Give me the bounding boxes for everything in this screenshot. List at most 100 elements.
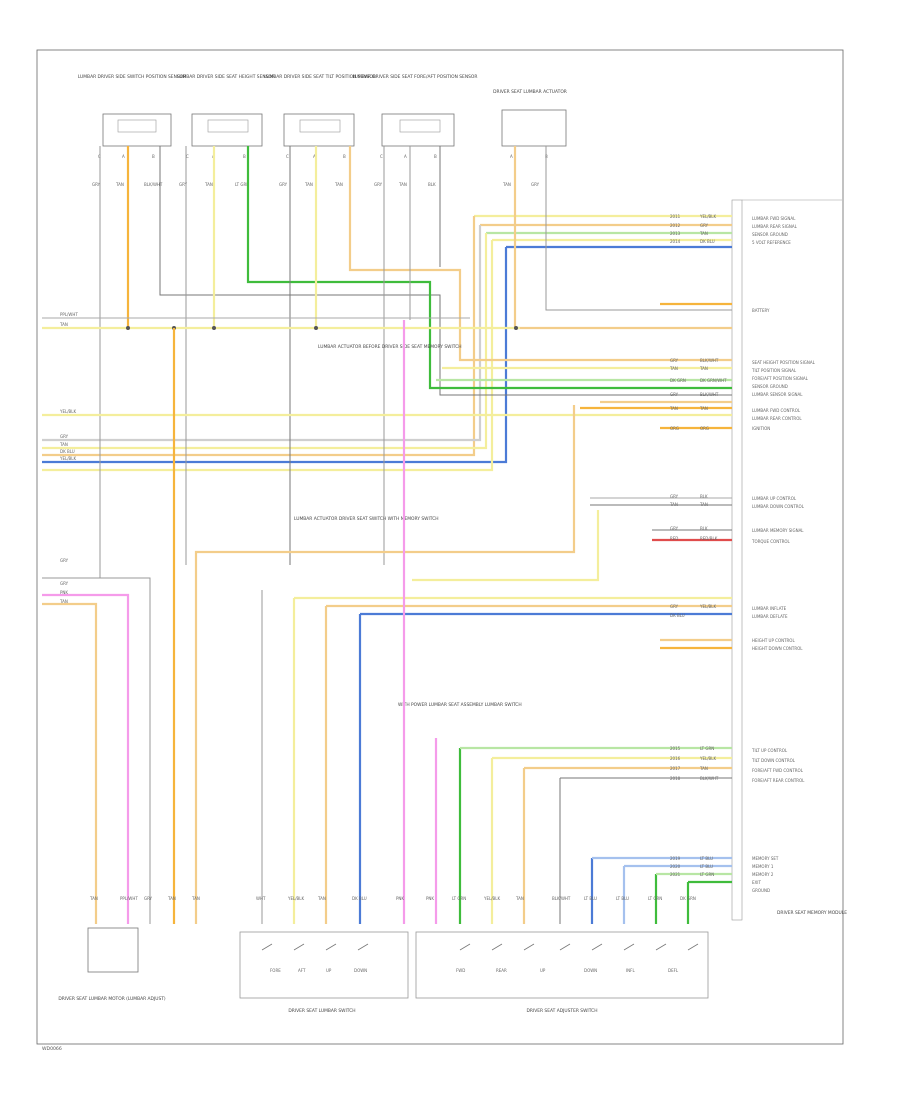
module-pin-label: LUMBAR FWD SIGNAL (752, 216, 796, 221)
wire-label: DK GRN (680, 896, 696, 901)
wire-label: RED/BLK (700, 536, 718, 541)
wire-label: TAN (699, 366, 708, 371)
wire-label: TAN (59, 322, 68, 327)
module-pin-column (731, 199, 743, 921)
pin-label: A (313, 154, 316, 159)
lumbar-motor-box (87, 927, 139, 973)
lower-wire-labels: GRY BLK TAN TAN GRY BLK RED RED/BLK GRY … (669, 494, 805, 651)
wire-label: WHT (256, 896, 266, 901)
pin-label: C (380, 154, 383, 159)
wire-label: GRY (60, 558, 69, 563)
wire-label: TAN (204, 182, 213, 187)
actuator-5-box (501, 109, 567, 147)
wire-label: BLK (700, 526, 708, 531)
wire-label: BLK (700, 494, 708, 499)
module-pin-label: TORQUE CONTROL (751, 539, 791, 544)
component-sensor-2: LUMBAR DRIVER SIDE SEAT HEIGHT SENSOR (177, 74, 275, 147)
module-pin-label: LUMBAR REAR SIGNAL (752, 224, 798, 229)
wire-label: LT GRN (648, 896, 662, 901)
pin-label: B (243, 154, 246, 159)
wire-label: TAN (334, 182, 343, 187)
circuit-label: 2020 (670, 864, 681, 869)
wire-label: LT BLU (700, 856, 713, 861)
module-pin-label: LUMBAR UP CONTROL (752, 496, 797, 501)
wire-label: LT BLU (700, 864, 713, 869)
sensor-3-label: LUMBAR DRIVER SIDE SEAT TILT POSITION SE… (264, 74, 376, 80)
wire-label: TAN (699, 766, 708, 771)
wire-label: ORG (700, 426, 709, 431)
circuit-label: 2018 (670, 776, 681, 781)
module-pin-label: IGNITION (752, 426, 770, 431)
switch-label: AFT (298, 968, 306, 973)
wire-label: DK BLU (670, 613, 685, 618)
wire-label: TAN (191, 896, 200, 901)
wire-label: LT GRN (700, 746, 714, 751)
circuit-label: 2012 (670, 223, 681, 228)
switch-label: UP (540, 968, 546, 973)
note-2: LUMBAR ACTUATOR DRIVER SEAT SWITCH WITH … (294, 516, 439, 522)
wire-label: DK BLU (60, 449, 75, 454)
wire-label: PNK (426, 896, 434, 901)
pin-label: C (286, 154, 289, 159)
wire-label: PNK (396, 896, 404, 901)
note-1: LUMBAR ACTUATOR BEFORE DRIVER SIDE SEAT … (318, 344, 462, 350)
module-pin-label: BATTERY (752, 308, 770, 313)
switch-label: FWD (456, 968, 465, 973)
wire-label: GRY (92, 182, 101, 187)
module-pin-label: EXIT (752, 880, 761, 885)
wire-label: GRY (60, 581, 69, 586)
module-pin-label: TILT DOWN CONTROL (751, 758, 796, 763)
adjuster-switch-label: DRIVER SEAT ADJUSTER SWITCH (526, 1008, 597, 1014)
wire-tan-left (42, 602, 98, 924)
sensor-2-connector (207, 119, 249, 133)
splice-rows: PPL/WHT TAN (42, 312, 520, 330)
bottom-wire-labels: TAN PPL/WHT GRY TAN TAN WHT YEL/BLK TAN … (89, 896, 696, 901)
wire-label: YEL/BLK (699, 756, 717, 761)
wire-label: TAN (398, 182, 407, 187)
upper-wire-labels: 2011 YEL/BLK 2012 GRY 2013 TAN 2014 DK B… (670, 214, 798, 245)
sensor-vertical-wires (99, 146, 732, 578)
pin-label: B (152, 154, 155, 159)
pin-label: B (343, 154, 346, 159)
adjuster-switch-box (415, 931, 709, 999)
module-pin-label: LUMBAR MEMORY SIGNAL (752, 528, 804, 533)
lower-module-wires (294, 497, 732, 650)
sensor-wire-labels: GRY TAN BLK/WHT GRY TAN LT GRN GRY TAN T… (92, 182, 540, 187)
wire-yel-blk-long (42, 240, 494, 472)
wire-label: DK GRN (670, 378, 686, 383)
circuit-label: 2015 (670, 746, 681, 751)
lower-right-labels: 2015 LT GRN 2016 YEL/BLK 2017 TAN 2018 B… (670, 746, 805, 893)
pin-label: A (122, 154, 125, 159)
wire-gry-a5 (545, 146, 732, 311)
left-lower-wires: GRY GRY PNK TAN (42, 558, 151, 924)
wire-label: BLK/WHT (700, 358, 719, 363)
wire-label: DK GRN/WHT (700, 378, 727, 383)
wire-label: PNK (60, 590, 68, 595)
wire-label: TAN (89, 896, 98, 901)
wire-label: GRY (179, 182, 188, 187)
wire-label: LT BLU (616, 896, 629, 901)
lumbar-switch: DRIVER SEAT LUMBAR SWITCH FORE AFT UP DO… (239, 931, 409, 1014)
module-pin-label: TILT POSITION SIGNAL (751, 368, 797, 373)
wire-label: BLK/WHT (552, 896, 571, 901)
wire-label: GRY (670, 392, 679, 397)
switch-label: DEFL (668, 968, 679, 973)
wire-yel-lumbar (412, 510, 600, 582)
wire-label: DK BLU (700, 239, 715, 244)
wire-label: TAN (115, 182, 124, 187)
wire-label: TAN (167, 896, 176, 901)
wire-tan-vertical-2 (42, 233, 488, 450)
adjuster-switch: DRIVER SEAT ADJUSTER SWITCH FWD REAR UP … (415, 931, 709, 1014)
wire-label: TAN (669, 502, 678, 507)
wire-label: YEL/BLK (699, 604, 717, 609)
component-sensor-4: LUMBAR DRIVER SIDE SEAT FORE/AFT POSITIO… (353, 74, 477, 147)
wire-label: GRY (279, 182, 288, 187)
module-pin-label: FORE/AFT POSITION SIGNAL (752, 376, 809, 381)
module-pin-label: LUMBAR FWD CONTROL (752, 408, 801, 413)
splice-dot (514, 326, 518, 330)
wire-label: GRY (144, 896, 153, 901)
wire-label: TAN (699, 231, 708, 236)
module-pin-label: HEIGHT DOWN CONTROL (752, 646, 803, 651)
actuator-5-label: DRIVER SEAT LUMBAR ACTUATOR (493, 89, 567, 95)
